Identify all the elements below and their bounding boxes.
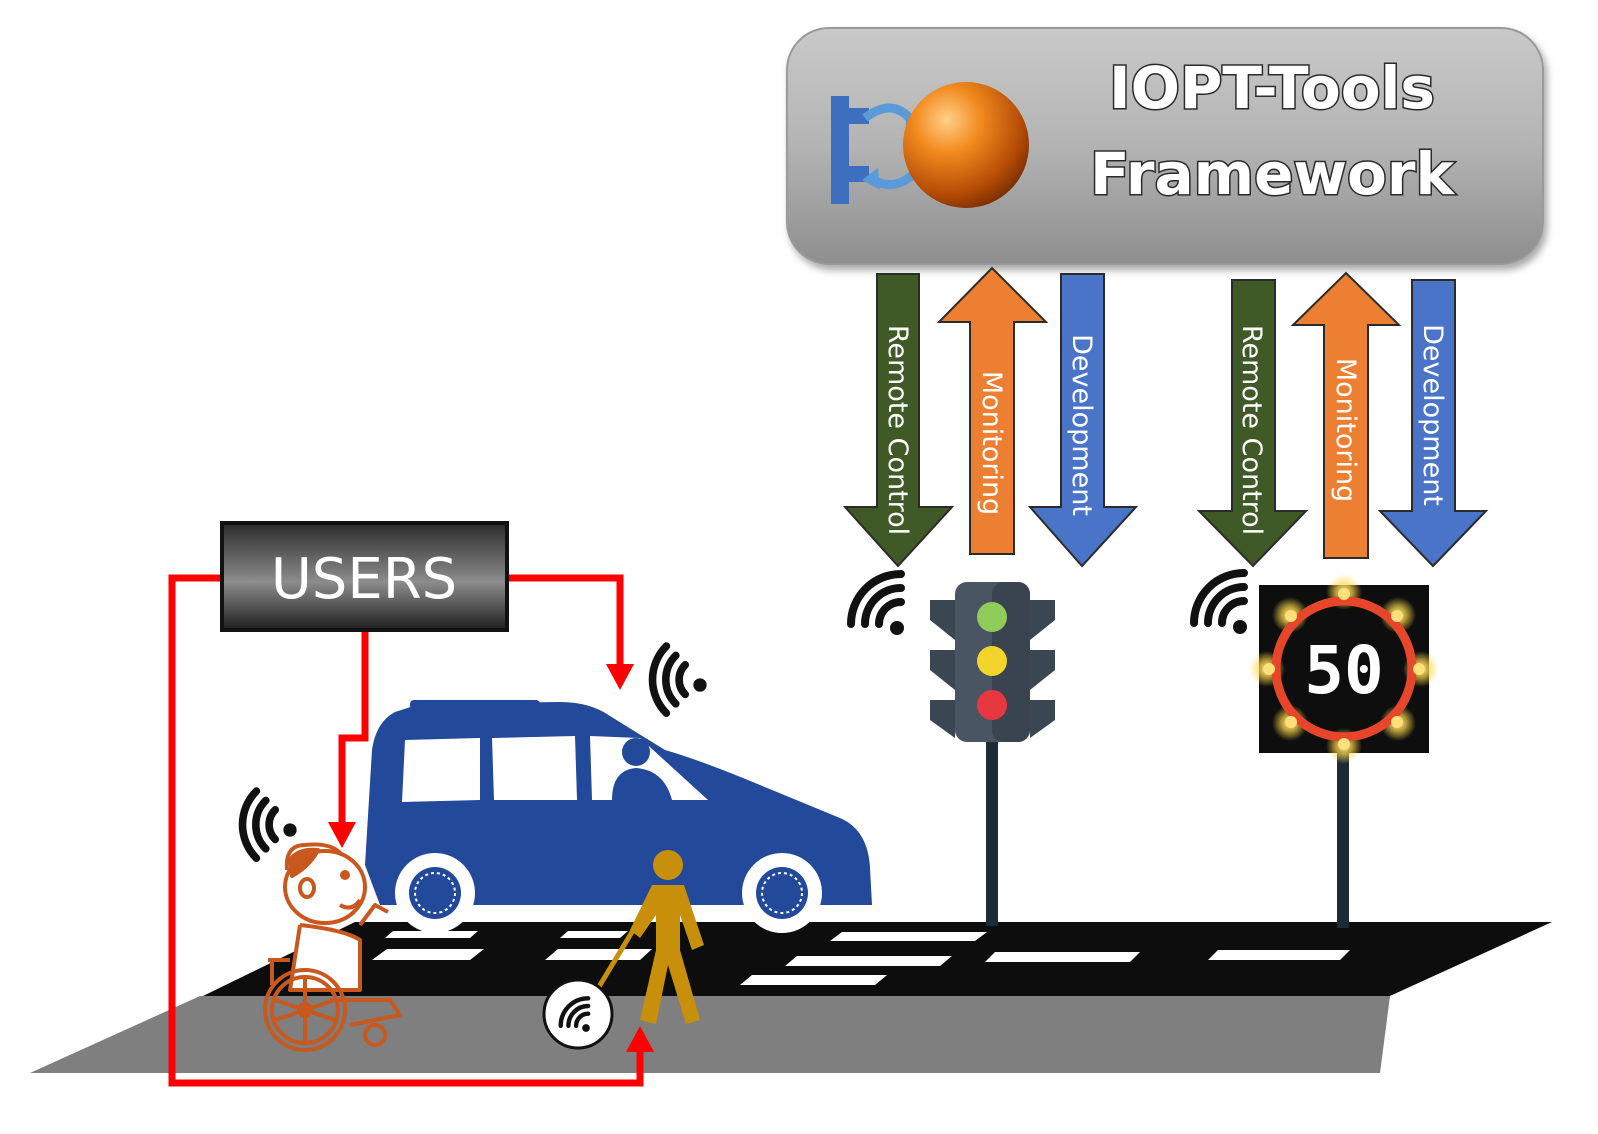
framework-title-line2: Framework bbox=[1090, 140, 1455, 208]
red-light bbox=[977, 690, 1007, 720]
road-sidewalk bbox=[30, 996, 1390, 1073]
development-arrow bbox=[1377, 279, 1489, 568]
framework-logo-icon bbox=[831, 82, 1029, 208]
monitoring-arrow bbox=[1290, 271, 1402, 559]
wifi-icon bbox=[1194, 573, 1247, 634]
users-to-wheelchair-line bbox=[338, 630, 369, 826]
users-label: USERS bbox=[271, 547, 457, 612]
car-icon bbox=[365, 700, 872, 933]
speed-sign-icon: 50 bbox=[1249, 574, 1439, 928]
monitoring-label: Monitoring bbox=[1330, 358, 1361, 502]
development-arrow bbox=[1027, 273, 1139, 568]
remote-control-arrow bbox=[1196, 279, 1309, 568]
remote-control-label: Remote Control bbox=[1236, 325, 1267, 535]
remote-control-label: Remote Control bbox=[882, 325, 913, 535]
road bbox=[30, 922, 1552, 1073]
blind-pedestrian-icon bbox=[542, 850, 704, 1050]
framework-title-line1: IOPT-Tools bbox=[1109, 54, 1435, 122]
channel-arrows-traffic-light: Remote Control Monitoring Development bbox=[842, 266, 1139, 568]
wifi-icon bbox=[633, 644, 710, 721]
remote-control-arrow bbox=[842, 273, 955, 568]
traffic-light-icon bbox=[930, 582, 1055, 926]
users-box: USERS bbox=[220, 521, 509, 632]
green-light bbox=[977, 602, 1007, 632]
development-label: Development bbox=[1417, 324, 1448, 506]
monitoring-arrow bbox=[936, 266, 1049, 555]
monitoring-label: Monitoring bbox=[976, 371, 1007, 515]
speed-sign-value: 50 bbox=[1304, 632, 1383, 709]
development-label: Development bbox=[1066, 334, 1097, 516]
users-to-pedestrian-line bbox=[168, 574, 644, 1087]
wifi-icon bbox=[851, 574, 904, 635]
user-connector-lines bbox=[168, 574, 654, 1087]
wheelchair-user-icon bbox=[263, 842, 402, 1052]
speed-sign-pole bbox=[1337, 752, 1349, 928]
yellow-light bbox=[977, 646, 1007, 676]
users-to-car-line bbox=[507, 574, 624, 668]
crosswalk-stripes bbox=[372, 931, 1350, 985]
traffic-light-pole bbox=[986, 740, 998, 926]
channel-arrows-speed-sign: Remote Control Monitoring Development bbox=[1196, 271, 1489, 568]
cane-wifi-badge bbox=[542, 978, 614, 1050]
